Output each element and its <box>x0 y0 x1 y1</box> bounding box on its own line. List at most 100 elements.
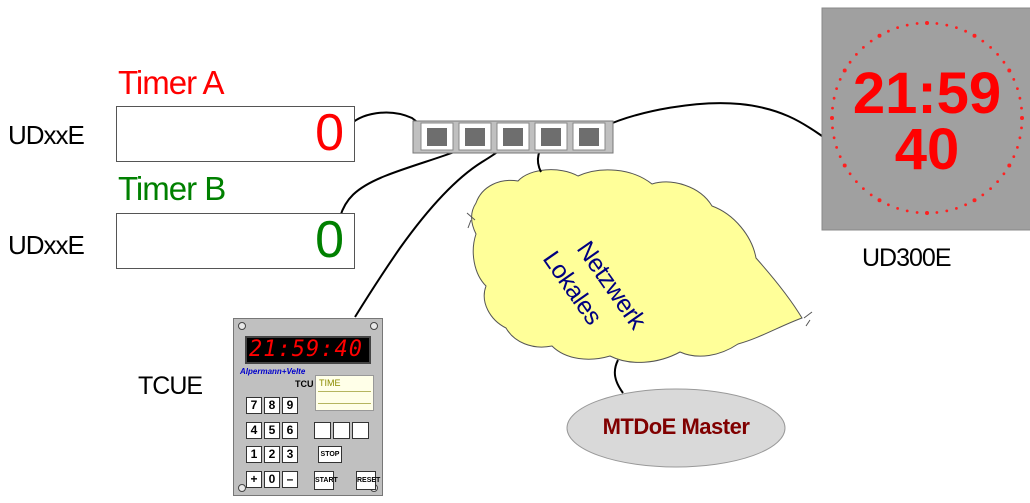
switch-port-jack <box>427 128 447 146</box>
screw-icon <box>238 484 246 492</box>
stop-button[interactable]: STOP <box>318 446 342 463</box>
clock-dot <box>905 209 909 213</box>
key-button-2[interactable]: 9 <box>282 397 298 414</box>
tcu-time-value: 21:59:40 <box>249 337 363 362</box>
clock-dot <box>848 172 852 176</box>
key-button-5[interactable]: 6 <box>282 422 298 439</box>
cloud-tick-right <box>803 311 813 327</box>
tcu-model: TCU <box>295 379 314 389</box>
clock-dot <box>1018 96 1022 100</box>
clock-device <box>821 7 1030 231</box>
clock-dot <box>1007 68 1012 73</box>
key-button-7[interactable]: 2 <box>264 446 280 463</box>
clock-dot <box>925 21 929 25</box>
cable-master <box>613 359 624 394</box>
master-ellipse <box>566 388 786 468</box>
cable-clock <box>602 102 823 137</box>
switch-port-jack <box>503 128 523 146</box>
clock-dot <box>862 46 865 49</box>
tcu-time-display: 21:59:40 <box>245 336 371 364</box>
screw-icon <box>370 322 378 330</box>
function-key-blank[interactable] <box>314 422 331 439</box>
clock-dot <box>935 22 939 25</box>
key-button-6[interactable]: 1 <box>246 446 262 463</box>
clock-dot <box>972 198 977 203</box>
clock-dot <box>877 33 882 38</box>
switch-port-jack <box>541 128 561 146</box>
timer-b-device-label: UDxxE <box>8 230 85 260</box>
key-button-11[interactable]: – <box>282 471 298 488</box>
clock-dot <box>1018 136 1022 140</box>
clock-dot <box>1016 87 1019 90</box>
clock-dot <box>1020 126 1023 130</box>
clock-dot <box>862 187 865 191</box>
clock-dot <box>831 106 834 110</box>
timer-b-display: 0 <box>116 211 355 269</box>
clock-dot <box>981 193 985 197</box>
clock-dot <box>896 207 899 210</box>
function-key-blank[interactable] <box>352 422 369 439</box>
clock-dot <box>855 53 858 56</box>
clock-dot <box>964 29 967 33</box>
clock-dot <box>896 26 899 29</box>
clock-dot <box>1012 78 1016 81</box>
clock-dot <box>869 193 873 197</box>
clock-dot <box>935 211 939 214</box>
local-network-cloud <box>466 169 813 363</box>
clock-face <box>821 7 1030 231</box>
switch-port-jack <box>465 128 485 146</box>
clock-dot <box>972 33 977 38</box>
function-key-blank[interactable] <box>333 422 350 439</box>
clock-dot <box>1012 155 1016 159</box>
tcu-lcd-line <box>318 403 371 404</box>
start-button[interactable]: START <box>314 471 338 490</box>
clock-dot <box>945 23 949 27</box>
clock-seconds: 40 <box>894 117 960 182</box>
clock-dot <box>855 180 858 184</box>
clock-dot <box>842 163 847 168</box>
clock-dot <box>981 39 985 43</box>
clock-dot <box>835 146 838 149</box>
tcu-lcd-text: TIME <box>319 378 341 388</box>
clock-digits: 21:59 40 <box>822 65 1030 182</box>
clock-dot <box>1002 60 1006 64</box>
tcu-brand: Alpermann+Velte <box>240 367 306 376</box>
timer-a-title-text: Timer A <box>118 64 224 101</box>
clock-dot <box>996 53 999 56</box>
key-button-4[interactable]: 5 <box>264 422 280 439</box>
key-button-3[interactable]: 4 <box>246 422 262 439</box>
clock-dot <box>842 68 847 73</box>
clock-dot <box>830 116 834 120</box>
timer-b-title: Timer B <box>118 170 226 208</box>
master-label: MTDoE Master <box>602 414 750 439</box>
timer-a-device-label: UDxxE <box>8 120 85 150</box>
tcu-lcd-line <box>318 391 371 392</box>
clock-minute-dots <box>830 21 1024 215</box>
switch-port-jack <box>579 128 599 146</box>
clock-dot <box>1016 146 1019 149</box>
key-button-1[interactable]: 8 <box>264 397 280 414</box>
timer-b-value: 0 <box>315 211 344 269</box>
clock-dot <box>1020 106 1023 110</box>
key-button-0[interactable]: 7 <box>246 397 262 414</box>
timer-b-title-text: Timer B <box>118 170 226 207</box>
key-button-9[interactable]: + <box>246 471 262 488</box>
clock-dot <box>964 203 967 207</box>
key-button-10[interactable]: 0 <box>264 471 280 488</box>
clock-dot <box>915 22 919 25</box>
clock-dot <box>955 26 958 29</box>
clock-dot <box>1007 163 1012 168</box>
cloud-shape <box>471 169 803 363</box>
timer-a-value: 0 <box>315 104 344 162</box>
clock-dot <box>869 39 873 43</box>
key-button-8[interactable]: 3 <box>282 446 298 463</box>
clock-dot <box>887 203 890 207</box>
clock-dot <box>905 23 909 27</box>
screw-icon <box>238 322 246 330</box>
clock-dot <box>832 136 836 140</box>
reset-button[interactable]: RESET <box>356 471 380 490</box>
clock-dot <box>838 78 842 81</box>
timer-a-title: Timer A <box>118 64 224 102</box>
